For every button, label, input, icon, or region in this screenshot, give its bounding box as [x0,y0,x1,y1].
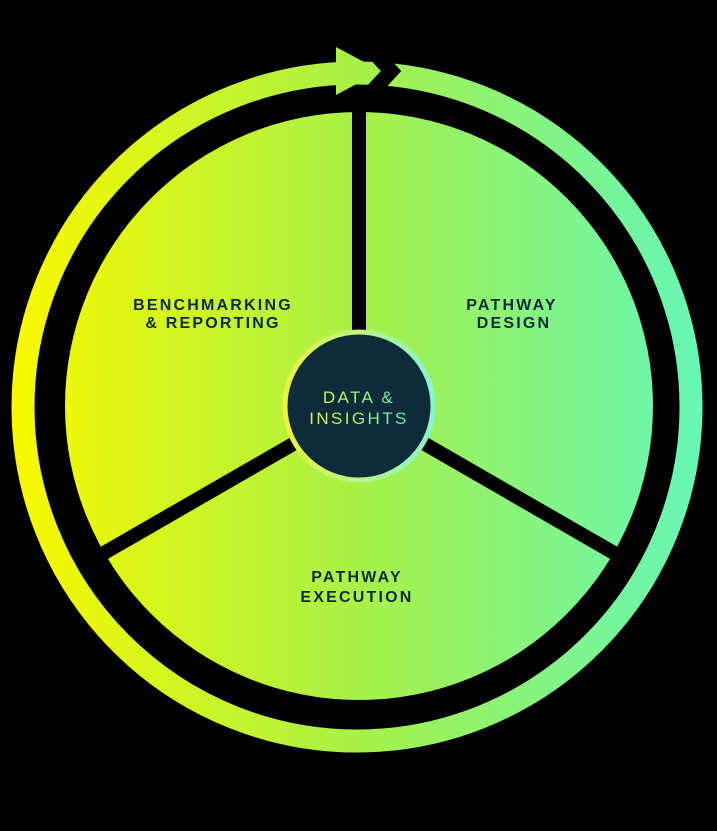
center-label-line1: DATA & [323,388,395,407]
segment-label-benchmarking-line1: BENCHMARKING [133,297,293,314]
cycle-arrowhead-icon [336,47,381,95]
segment-label-execution-line1: PATHWAY [311,569,403,586]
center-circle [282,329,436,483]
segment-label-benchmarking-line2: & REPORTING [145,315,280,332]
segment-benchmarking-reporting: BENCHMARKING & REPORTING [133,297,293,332]
segment-pathway-design: PATHWAY DESIGN [466,297,558,332]
segment-label-execution-line2: EXECUTION [300,589,413,606]
ring-notch [362,40,402,102]
segment-pathway-execution: PATHWAY EXECUTION [300,569,413,606]
segment-label-design-line2: DESIGN [477,315,552,332]
center-label-line2: INSIGHTS [309,409,409,428]
segment-label-design-line1: PATHWAY [466,297,558,314]
